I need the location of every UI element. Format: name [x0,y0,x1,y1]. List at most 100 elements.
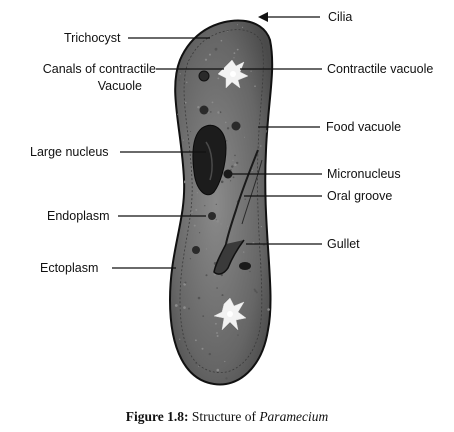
label-large-nucleus: Large nucleus [30,145,109,159]
granule [171,196,173,199]
granule [199,232,201,234]
granule [216,335,219,337]
granule [220,180,224,184]
granule [225,377,228,380]
granule [236,48,239,51]
label-endoplasm: Endoplasm [47,209,110,223]
granule [224,360,226,363]
label-contractile-vacuole: Contractile vacuole [327,62,433,76]
granule [183,283,186,286]
granule [241,26,244,28]
large-nucleus-highlight [205,141,213,181]
granule [204,31,206,33]
label-food-vacuole: Food vacuole [326,120,401,134]
granule [190,131,192,132]
caption-species: Paramecium [259,409,329,424]
granule [267,308,270,311]
granule [214,47,218,51]
granule [221,294,224,297]
granule [184,101,187,104]
micronucleus [223,169,233,179]
label-canals-line1: Canals of contractile [43,62,156,76]
granule [184,25,187,28]
granule [244,136,245,138]
granule [215,219,217,221]
figure-caption: Figure 1.8: Structure of Paramecium [0,409,454,425]
granule [183,306,186,309]
granule [243,251,245,253]
granule [251,169,253,171]
granule [268,342,270,345]
granule [263,330,266,333]
granule [224,121,227,124]
label-trichocyst: Trichocyst [64,31,121,45]
food-vacuole [231,121,241,131]
granule [179,73,181,75]
contractile-vacuole-posterior [213,297,247,331]
granule [216,287,218,289]
granule [172,132,175,135]
granule [208,352,211,356]
granule [188,38,191,42]
granule [220,223,222,225]
oral-groove-edge [241,159,263,225]
granule [217,111,220,114]
granule [259,362,262,365]
granule [226,127,230,130]
granule [250,70,252,72]
granule [176,153,179,156]
granule [216,219,219,223]
granule [211,123,213,125]
granule [188,34,190,37]
granule [195,208,198,211]
granule [187,21,190,25]
granule [234,163,237,166]
granule [188,307,190,310]
granule [195,339,197,342]
granule [220,39,223,42]
granule [176,147,178,150]
food-vacuole [198,70,210,82]
granule [174,304,178,307]
granule [176,113,179,116]
food-vacuole [208,212,216,220]
granule [249,270,251,273]
granule [173,223,176,227]
paramecium-body [168,19,274,386]
granule [186,81,188,84]
granule [182,139,184,141]
granule [216,332,218,334]
granule [260,226,262,228]
granule [178,79,180,81]
granule [191,211,193,213]
granule [205,274,208,277]
label-oral-groove: Oral groove [327,189,392,203]
granule [171,373,174,376]
granule [189,258,192,260]
granule [188,375,190,378]
granule [237,334,239,336]
cilia-arrowhead [258,12,268,22]
granule [172,109,174,111]
food-vacuole [192,246,200,254]
label-cilia: Cilia [328,10,352,24]
figure-number: Figure 1.8: [125,409,189,424]
granule [234,154,236,157]
label-gullet: Gullet [327,237,360,251]
granule [260,145,262,147]
caption-text: Structure of [191,409,256,424]
granule [177,149,180,151]
large-nucleus [192,124,227,196]
granule [197,106,200,109]
granule [179,338,181,340]
granule [216,368,220,372]
granule [217,77,220,80]
granule [196,192,198,194]
granule [181,184,184,187]
granule [184,281,187,284]
granule [197,296,201,300]
granule [215,203,217,205]
gullet [213,239,245,275]
food-vacuole [199,105,209,115]
